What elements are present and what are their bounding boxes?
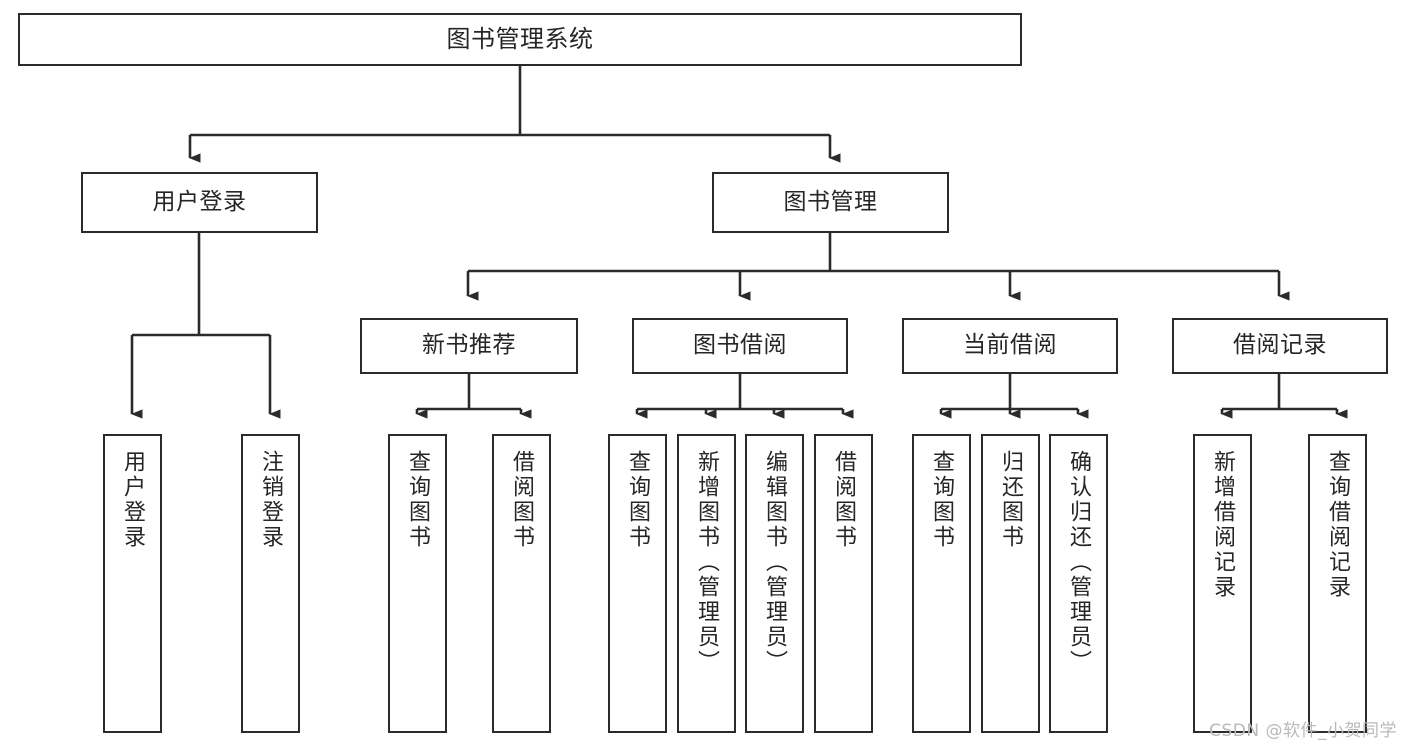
node-label: 图书管理 bbox=[783, 188, 878, 215]
node-book-borrowing[interactable]: 图书借阅 bbox=[632, 318, 848, 374]
node-label: 新书推荐 bbox=[422, 332, 516, 359]
leaf-query-book-borrow[interactable]: 查询图书 bbox=[608, 434, 667, 733]
node-label: 查询图书 bbox=[625, 450, 651, 550]
node-current-borrowing[interactable]: 当前借阅 bbox=[902, 318, 1118, 374]
node-label: 查询图书 bbox=[405, 450, 431, 550]
leaf-add-borrow-record[interactable]: 新增借阅记录 bbox=[1193, 434, 1252, 733]
node-user-login[interactable]: 用户登录 bbox=[81, 172, 318, 233]
node-label: 确认归还（管理员） bbox=[1066, 450, 1092, 675]
leaf-query-borrow-record[interactable]: 查询借阅记录 bbox=[1308, 434, 1367, 733]
node-label: 当前借阅 bbox=[963, 332, 1057, 359]
node-label: 归还图书 bbox=[998, 450, 1024, 550]
node-label: 编辑图书（管理员） bbox=[762, 450, 788, 675]
leaf-edit-book-admin[interactable]: 编辑图书（管理员） bbox=[745, 434, 804, 733]
node-label: 图书管理系统 bbox=[446, 25, 594, 54]
leaf-query-book-current[interactable]: 查询图书 bbox=[912, 434, 971, 733]
node-borrowing-record[interactable]: 借阅记录 bbox=[1172, 318, 1388, 374]
leaf-confirm-return-admin[interactable]: 确认归还（管理员） bbox=[1049, 434, 1108, 733]
node-root-book-management-system[interactable]: 图书管理系统 bbox=[18, 13, 1022, 66]
node-label: 借阅记录 bbox=[1233, 332, 1327, 359]
leaf-borrow-book-recommend[interactable]: 借阅图书 bbox=[492, 434, 551, 733]
node-label: 新增图书（管理员） bbox=[694, 450, 720, 675]
node-label: 借阅图书 bbox=[509, 450, 535, 550]
node-label: 借阅图书 bbox=[831, 450, 857, 550]
node-label: 注销登录 bbox=[258, 450, 284, 550]
node-new-book-recommendation[interactable]: 新书推荐 bbox=[360, 318, 578, 374]
leaf-borrow-book[interactable]: 借阅图书 bbox=[814, 434, 873, 733]
node-label: 查询借阅记录 bbox=[1325, 450, 1351, 600]
leaf-return-book[interactable]: 归还图书 bbox=[981, 434, 1040, 733]
node-book-management[interactable]: 图书管理 bbox=[712, 172, 949, 233]
leaf-query-book-recommend[interactable]: 查询图书 bbox=[388, 434, 447, 733]
node-label: 新增借阅记录 bbox=[1210, 450, 1236, 600]
node-label: 图书借阅 bbox=[693, 332, 787, 359]
leaf-user-login[interactable]: 用户登录 bbox=[103, 434, 162, 733]
csdn-watermark: CSDN @软件_小贺同学 bbox=[1209, 721, 1397, 741]
node-label: 查询图书 bbox=[929, 450, 955, 550]
leaf-logout-login[interactable]: 注销登录 bbox=[241, 434, 300, 733]
node-label: 用户登录 bbox=[152, 188, 247, 215]
node-label: 用户登录 bbox=[120, 450, 146, 550]
leaf-add-book-admin[interactable]: 新增图书（管理员） bbox=[677, 434, 736, 733]
